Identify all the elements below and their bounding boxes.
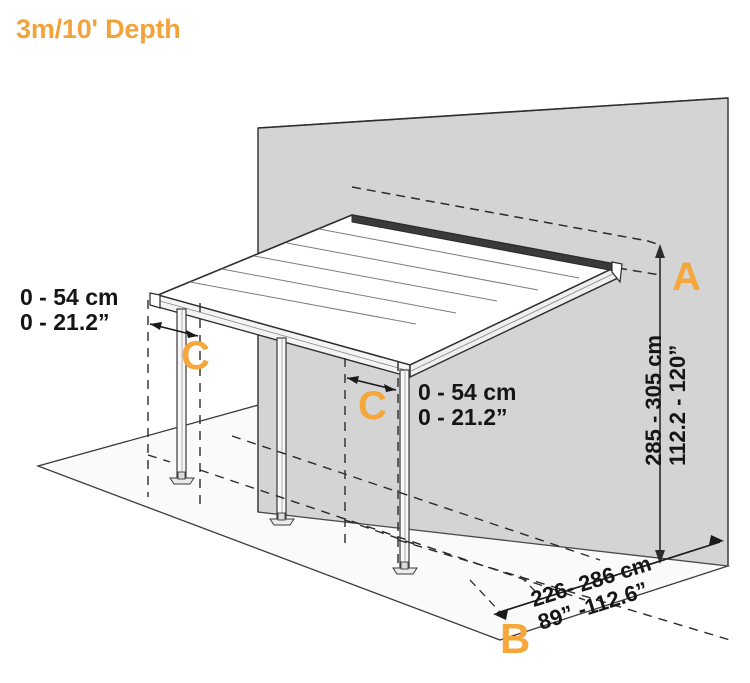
- page-title: 3m/10' Depth: [16, 14, 181, 44]
- roof-end-cap: [611, 261, 623, 284]
- dimension-arrow-icon: [149, 322, 199, 338]
- roof-panel-seams: [189, 228, 580, 325]
- dashed-guide-line-icon: [617, 267, 661, 276]
- dashed-guide-line-icon: [147, 300, 731, 641]
- dashed-guide-line-icon: [469, 575, 541, 613]
- right-projection-metric: 0 - 54 cm: [418, 379, 517, 405]
- support-post: [392, 369, 418, 575]
- dashed-guide-line-icon: [351, 186, 661, 246]
- left-projection-dimension-label: 0 - 54 cm 0 - 21.2”: [20, 285, 118, 335]
- support-post: [169, 308, 195, 485]
- marker-a-height: A: [672, 255, 701, 299]
- dimension-arrow-icon: [346, 376, 397, 392]
- roof-left-cap: [149, 292, 161, 309]
- roof-front-beam-groove: [159, 300, 410, 372]
- dimension-arrow-icon: [655, 244, 665, 564]
- left-projection-imperial: 0 - 21.2”: [20, 308, 110, 335]
- right-projection-imperial: 0 - 21.2”: [418, 403, 508, 430]
- wall-top-edge: [257, 97, 729, 129]
- height-metric: 285 - 305 cm: [641, 335, 666, 466]
- support-post: [269, 337, 295, 526]
- height-imperial: 112.2 - 120”: [664, 344, 690, 466]
- roof-side-beam-groove: [410, 270, 620, 372]
- right-projection-dimension-label: 0 - 54 cm 0 - 21.2”: [418, 380, 516, 430]
- marker-b-width: B: [500, 615, 531, 662]
- height-dimension-label: 285 - 305 cm 112.2 - 120”: [641, 335, 690, 466]
- left-projection-metric: 0 - 54 cm: [20, 284, 119, 310]
- dimension-arrow-icon: [493, 535, 724, 620]
- marker-c-left: C: [181, 334, 210, 378]
- marker-c-right: C: [358, 384, 387, 428]
